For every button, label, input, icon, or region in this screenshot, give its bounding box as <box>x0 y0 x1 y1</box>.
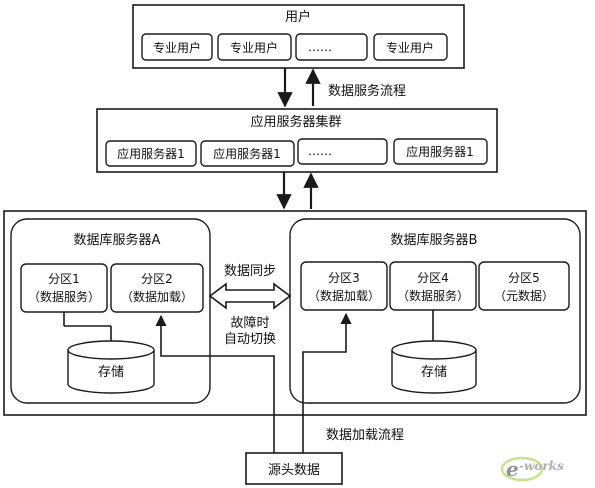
load-line-to-partition-2 <box>155 314 275 453</box>
partition-2-box <box>110 263 204 313</box>
app-cluster-title: 应用服务器集群 <box>250 114 341 130</box>
users-group: 用户 专业用户 专业用户 …… 专业用户 <box>132 4 465 69</box>
data-load-flow-label: 数据加载流程 <box>326 428 404 443</box>
user-item-ellipsis-box <box>295 33 368 61</box>
partition-4-role: （数据服务） <box>397 288 469 303</box>
e-works-watermark-logo: e -works <box>500 456 564 482</box>
user-item-ellipsis: …… <box>308 40 332 54</box>
app-server-box <box>200 140 295 167</box>
svg-text:-works: -works <box>519 459 564 473</box>
users-title: 用户 <box>285 9 311 25</box>
storage-b-label: 存储 <box>421 365 447 380</box>
partition-1-role: （数据服务） <box>28 289 100 304</box>
partition-2-name: 分区2 <box>141 272 173 286</box>
app-server-label: 应用服务器1 <box>213 146 281 161</box>
app-server-label: 应用服务器1 <box>406 144 474 159</box>
sync-double-arrow <box>208 282 292 310</box>
db-server-b-group: 数据库服务器B 分区3 （数据加载） 分区4 （数据服务） 分区5 （元数据） … <box>289 218 581 404</box>
svg-text:e: e <box>506 457 519 481</box>
partition-1-name: 分区1 <box>48 272 80 286</box>
db-server-b-title: 数据库服务器B <box>391 232 478 248</box>
app-server-label: 应用服务器1 <box>117 146 185 161</box>
data-service-flow-label: 数据服务流程 <box>328 83 406 99</box>
user-item-label: 专业用户 <box>386 40 434 55</box>
db-server-a-title: 数据库服务器A <box>74 232 161 248</box>
source-data-label: 源头数据 <box>268 463 320 478</box>
user-item-box <box>217 33 292 61</box>
storage-a-label: 存储 <box>98 365 124 380</box>
partition-3-role: （数据加载） <box>308 288 380 303</box>
failover-label-line2: 自动切换 <box>224 332 276 347</box>
user-item-label: 专业用户 <box>153 40 201 55</box>
app-server-box <box>393 138 488 165</box>
app-server-box <box>105 140 197 167</box>
user-item-box <box>373 33 448 61</box>
failover-label-line1: 故障时 <box>230 316 269 331</box>
source-data-box <box>245 452 343 485</box>
partition-5-name: 分区5 <box>508 271 540 285</box>
app-server-ellipsis-box <box>297 138 388 165</box>
app-server-ellipsis: …… <box>308 144 332 158</box>
app-cluster-group: 应用服务器集群 应用服务器1 应用服务器1 …… 应用服务器1 <box>96 108 498 173</box>
storage-b-cylinder: 存储 <box>391 340 477 394</box>
storage-a-cylinder: 存储 <box>67 340 155 394</box>
user-item-box <box>141 33 213 61</box>
load-line-to-partition-3 <box>302 312 352 453</box>
partition-2-role: （数据加载） <box>121 289 193 304</box>
partition-4-name: 分区4 <box>417 271 449 285</box>
db-server-a-group: 数据库服务器A 分区1 （数据服务） 分区2 （数据加载） 存储 <box>10 218 211 404</box>
user-item-label: 专业用户 <box>230 40 278 55</box>
partition-5-box <box>478 261 570 311</box>
partition-5-role: （元数据） <box>494 288 554 303</box>
partition-3-box <box>300 261 388 311</box>
partition-3-name: 分区3 <box>328 271 360 285</box>
sync-label: 数据同步 <box>224 264 276 279</box>
